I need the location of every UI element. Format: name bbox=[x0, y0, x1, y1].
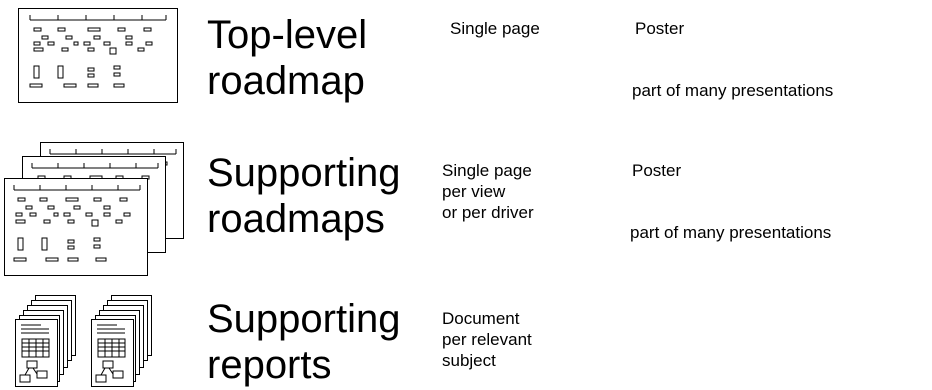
row2-usage: part of many presentations bbox=[630, 223, 832, 242]
row2-title-line1: Supporting bbox=[207, 151, 401, 195]
row1-scope-line1: Single page bbox=[450, 19, 540, 38]
row2-format: Poster bbox=[632, 161, 682, 180]
row2-title: Supporting roadmaps bbox=[207, 150, 400, 242]
row2-scope: Single page per view or per driver bbox=[442, 160, 534, 223]
row1-title-line2: roadmap bbox=[207, 59, 365, 103]
row2-scope-line1: Single page bbox=[442, 161, 532, 180]
row1-title-line1: Top-level bbox=[207, 13, 368, 57]
row1-usage: part of many presentations bbox=[632, 81, 834, 100]
row3-title: Supporting reports bbox=[207, 296, 400, 388]
row3-scope: Document per relevant subject bbox=[442, 308, 532, 371]
row2-scope-line2: per view bbox=[442, 182, 506, 201]
stacked-roadmaps-icon bbox=[4, 142, 184, 276]
roadmap-icon bbox=[18, 8, 178, 103]
row3-scope-line1: Document bbox=[442, 309, 520, 328]
row2-title-line2: roadmaps bbox=[207, 197, 385, 241]
row1-scope: Single page bbox=[450, 18, 540, 39]
row3-scope-line3: subject bbox=[442, 351, 496, 370]
row3-title-line1: Supporting bbox=[207, 297, 401, 341]
row3-scope-line2: per relevant bbox=[442, 330, 532, 349]
row2-scope-line3: or per driver bbox=[442, 203, 534, 222]
row1-title: Top-level roadmap bbox=[207, 12, 367, 104]
report-stack-icon bbox=[15, 295, 152, 387]
row1-format: Poster bbox=[635, 19, 685, 38]
row3-title-line2: reports bbox=[207, 343, 332, 387]
